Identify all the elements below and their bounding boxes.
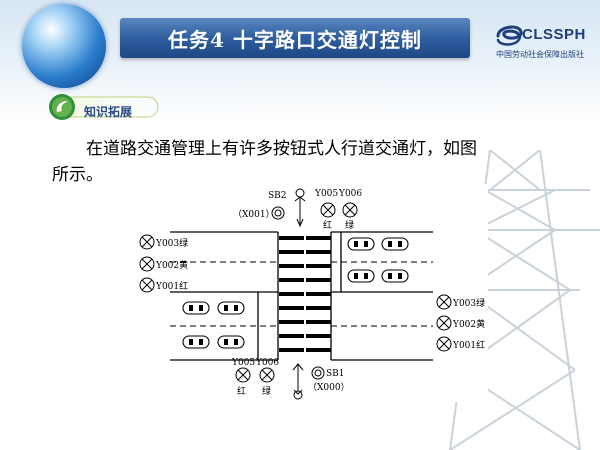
- top-green-addr: Y006: [338, 189, 362, 199]
- bottom-green-addr: Y006: [255, 358, 279, 368]
- right-light-red: Y001红: [452, 339, 485, 351]
- logo-subtext: 中国劳动社会保障出版社: [496, 50, 584, 59]
- right-light-green: Y003绿: [452, 297, 485, 309]
- left-light-yellow: Y002黄: [155, 259, 188, 271]
- top-green-text: 绿: [345, 219, 354, 231]
- top-button-label: SB2: [268, 191, 287, 201]
- page-title: 任务4 十字路口交通灯控制: [168, 27, 422, 52]
- swirl-icon: [496, 25, 523, 46]
- left-light-green: Y003绿: [155, 237, 188, 249]
- globe-logo: [22, 4, 106, 88]
- top-button-addr: （X001）: [233, 209, 275, 220]
- bottom-button-label: SB1: [326, 369, 345, 379]
- logo-text: CLSSPH: [522, 26, 586, 43]
- bottom-button-addr: （X000）: [308, 382, 350, 393]
- right-light-yellow: Y002黄: [452, 318, 485, 330]
- left-light-red: Y001红: [155, 280, 188, 292]
- crosswalk-diagram: SB2 （X001） Y005 Y006 红 绿 Y003绿 Y002黄 Y00…: [138, 184, 488, 402]
- section-badge: [49, 94, 159, 120]
- bottom-green-text: 绿: [262, 385, 271, 397]
- title-bar: 任务4 十字路口交通灯控制: [120, 18, 470, 58]
- bottom-red-text: 红: [237, 385, 246, 397]
- paragraph-line2: 所示。: [52, 165, 103, 185]
- section-badge-label: 知识拓展: [84, 105, 133, 119]
- paragraph-line1: 在道路交通管理上有许多按钮式人行道交通灯，如图: [86, 139, 477, 159]
- intro-paragraph: 在道路交通管理上有许多按钮式人行道交通灯，如图 所示。: [52, 136, 552, 188]
- top-red-addr: Y005: [314, 189, 338, 199]
- bottom-red-addr: Y005: [231, 358, 255, 368]
- publisher-logo: CLSSPH 中国劳动社会保障出版社: [492, 22, 596, 66]
- top-red-text: 红: [323, 219, 332, 231]
